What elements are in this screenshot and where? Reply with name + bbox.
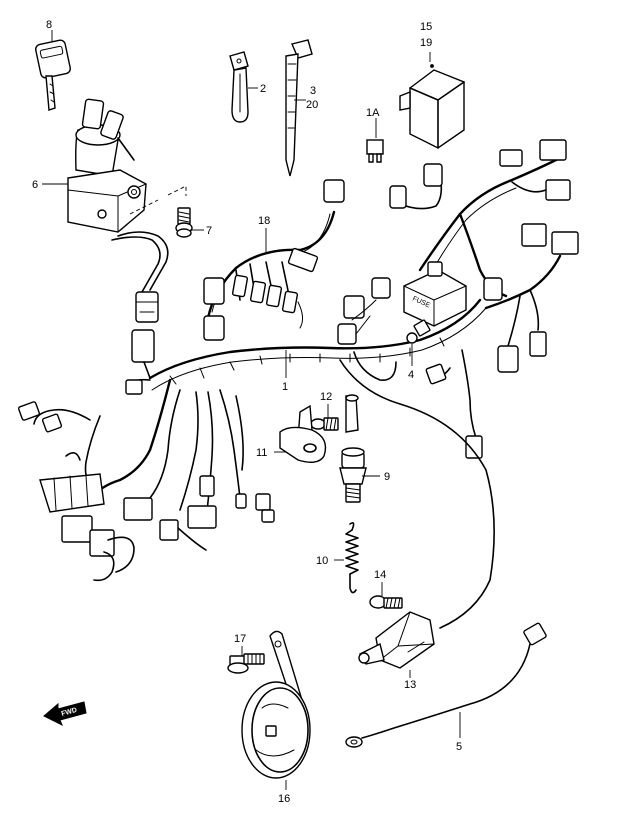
callout-2: 2	[260, 83, 266, 95]
part-13-switch	[358, 611, 435, 669]
part-6-ignition-switch	[67, 98, 169, 323]
callout-10: 10	[316, 555, 328, 567]
callout-4: 4	[408, 369, 414, 381]
part-12-screw	[310, 394, 359, 433]
callout-6: 6	[32, 179, 38, 191]
callout-11: 11	[256, 447, 267, 459]
callout-9: 9	[384, 471, 390, 483]
part-18-sub-harness	[203, 179, 345, 341]
callout-1a: 1A	[366, 107, 380, 119]
part-3-20-cable-tie	[285, 39, 313, 177]
callout-19: 19	[420, 37, 432, 49]
callout-14: 14	[374, 569, 386, 581]
callout-17: 17	[234, 633, 246, 645]
callout-3: 3	[310, 85, 316, 97]
part-11-bracket	[279, 404, 327, 463]
part-1-main-harness	[18, 139, 579, 629]
part-2-clamp	[229, 51, 249, 123]
part-8-key	[35, 39, 71, 111]
part-15-19-relay	[399, 64, 465, 149]
callout-20: 20	[306, 99, 318, 111]
callout-15: 15	[420, 21, 432, 33]
part-14-screw	[369, 595, 403, 609]
callout-5: 5	[456, 741, 462, 753]
callout-13: 13	[404, 679, 416, 691]
part-9-switch	[339, 447, 367, 503]
callout-16: 16	[278, 793, 290, 805]
fwd-label: FWD	[61, 707, 78, 718]
part-10-spring	[345, 522, 359, 594]
callout-1: 1	[282, 381, 288, 393]
part-1a-fuse	[366, 139, 384, 163]
part-17-bolt	[227, 653, 265, 674]
callout-18: 18	[258, 215, 270, 227]
part-5-lead-wire	[345, 622, 547, 748]
callout-8: 8	[46, 19, 52, 31]
callout-7: 7	[206, 225, 212, 237]
part-16-horn	[241, 630, 311, 779]
leader-lines	[42, 30, 461, 790]
callout-12: 12	[320, 391, 332, 403]
callouts: 8 6 7 2 3 20 15 19 1A 18 1 4 12 11 9 10 …	[32, 19, 462, 805]
part-7-screw	[175, 207, 193, 238]
fwd-arrow-icon: FWD	[43, 701, 87, 727]
